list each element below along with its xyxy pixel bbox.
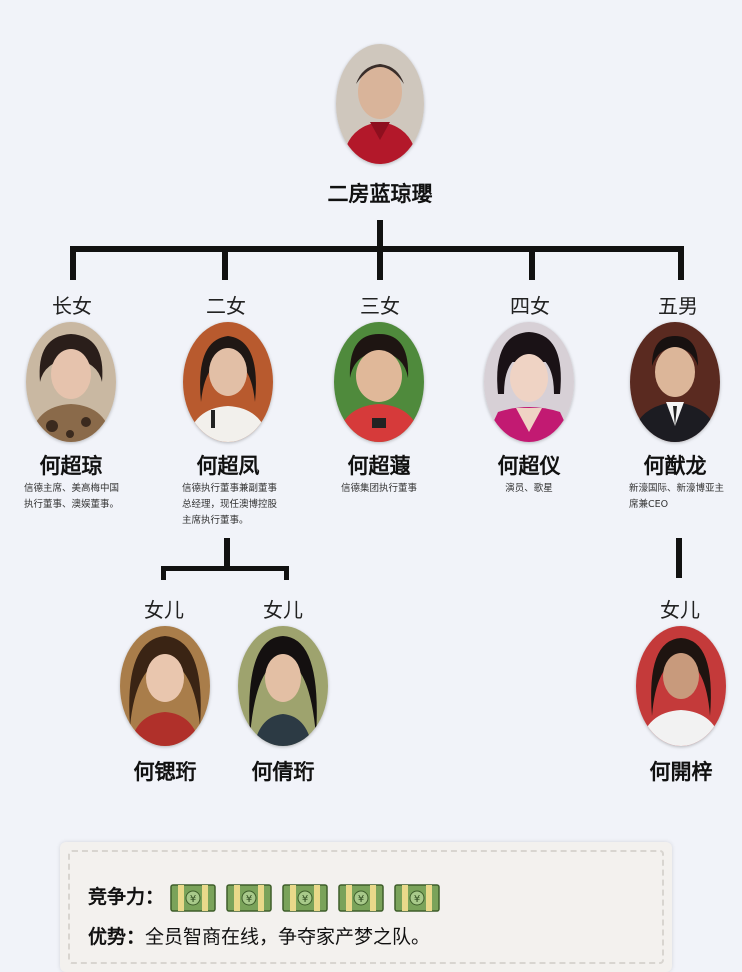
grandchild-1-role: 女儿 [144, 598, 184, 622]
child-3-role: 三女 [360, 294, 400, 318]
child-4-name: 何超仪 [497, 454, 561, 478]
svg-text:¥: ¥ [302, 894, 308, 905]
svg-text:¥: ¥ [190, 894, 196, 905]
child-4-description: 演员、歌星 [505, 483, 553, 494]
child-5-role: 五男 [658, 294, 698, 318]
svg-text:¥: ¥ [246, 894, 252, 905]
child-4-role: 四女 [510, 294, 550, 318]
grandchild-2-role: 女儿 [263, 598, 303, 622]
connector-grandchild-2 [284, 566, 289, 580]
portrait-child-2 [183, 322, 273, 442]
child-1-role: 长女 [52, 294, 92, 318]
connector-child-2 [222, 246, 228, 280]
connector-child-5 [678, 246, 684, 280]
connector-grandchildren-bar [161, 566, 289, 571]
money-stack-icon: ¥ [282, 883, 328, 913]
portrait-child-3 [334, 322, 424, 442]
money-stack-icon: ¥ [338, 883, 384, 913]
competitiveness-row: 竞争力： ¥ ¥ ¥ ¥ ¥ [88, 882, 450, 913]
portrait-root [336, 44, 424, 164]
summary-card: 竞争力： ¥ ¥ ¥ ¥ ¥ 优势：全员智商在线，争夺家产梦之队。 [60, 842, 672, 972]
competitiveness-label: 竞争力： [88, 886, 165, 908]
svg-text:¥: ¥ [414, 894, 420, 905]
portrait-child-1 [26, 322, 116, 442]
advantage-label: 优势： [88, 926, 146, 948]
child-5-description: 新濠国际、新濠博亚主席兼CEO [629, 483, 725, 510]
grandchild-1-name: 何锶珩 [133, 760, 197, 784]
advantage-text: 全员智商在线，争夺家产梦之队。 [145, 926, 431, 948]
portrait-grandchild-3 [636, 626, 726, 746]
connector-root-down [377, 220, 383, 250]
child-1-name: 何超琼 [39, 454, 103, 478]
root-name: 二房蓝琼瓔 [327, 182, 433, 206]
child-5-name: 何猷龙 [643, 454, 707, 478]
money-stack-icon: ¥ [394, 883, 440, 913]
grandchild-2-name: 何倩珩 [251, 760, 315, 784]
connector-he-chaofeng-down [224, 538, 230, 570]
money-stack-icon: ¥ [170, 883, 216, 913]
portrait-grandchild-2 [238, 626, 328, 746]
portrait-child-4 [484, 322, 574, 442]
child-1-description: 信德主席、美高梅中国执行董事、澳娱董事。 [24, 483, 120, 510]
connector-child-1 [70, 246, 76, 280]
connector-grandchild-1 [161, 566, 166, 580]
advantage-row: 优势：全员智商在线，争夺家产梦之队。 [88, 922, 430, 949]
svg-text:¥: ¥ [358, 894, 364, 905]
money-stack-icon: ¥ [226, 883, 272, 913]
connector-he-yaolong-down [676, 538, 682, 578]
money-icons: ¥ ¥ ¥ ¥ ¥ [170, 883, 450, 912]
grandchild-3-role: 女儿 [660, 598, 700, 622]
child-3-name: 何超蕸 [347, 454, 411, 478]
child-2-description: 信德执行董事兼副董事总经理，现任澳博控股主席执行董事。 [182, 483, 278, 526]
connector-child-4 [529, 246, 535, 280]
child-2-role: 二女 [206, 294, 246, 318]
portrait-child-5 [630, 322, 720, 442]
portrait-grandchild-1 [120, 626, 210, 746]
child-2-name: 何超凤 [196, 454, 260, 478]
connector-child-3 [377, 246, 383, 280]
grandchild-3-name: 何開梓 [649, 760, 713, 784]
child-3-description: 信德集团执行董事 [340, 483, 417, 494]
